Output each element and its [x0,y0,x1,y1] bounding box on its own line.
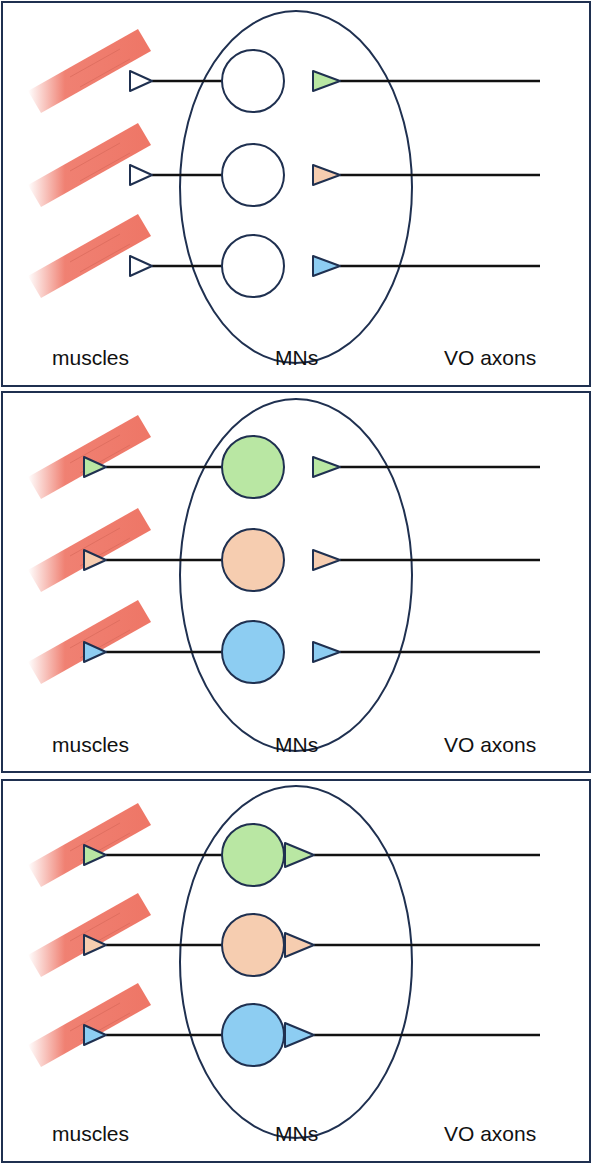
panel-label: muscles [52,1122,129,1146]
vo-axon [314,1034,540,1037]
panel-label: muscles [52,733,129,757]
mn-axon [106,944,222,947]
mn-terminal [130,256,152,276]
muscle [28,123,151,207]
panel-label: MNs [275,346,318,370]
muscle [28,214,151,298]
vo-terminal [313,642,340,662]
mn-axon [106,466,222,469]
mn-pool [180,786,412,1138]
vo-terminal [313,550,340,570]
muscle [28,803,151,887]
mn-axon [152,174,222,177]
mn-terminal [84,642,106,662]
panel-one [28,11,540,363]
motor-neuron [222,50,284,112]
vo-terminal [313,457,340,477]
vo-terminal [313,71,340,91]
mn-axon [106,651,222,654]
muscle [28,29,151,113]
mn-terminal [84,935,106,955]
mn-axon [152,80,222,83]
panel-label: VO axons [444,346,536,370]
muscle [28,983,151,1067]
vo-terminal [313,165,340,185]
panel-frame [2,780,590,1162]
vo-terminal [285,933,314,957]
vo-axon [340,466,540,469]
mn-terminal [84,550,106,570]
vo-axon [314,944,540,947]
vo-axon [340,174,540,177]
muscle [28,508,151,592]
vo-axon [340,559,540,562]
mn-terminal [130,71,152,91]
mn-terminal [84,1025,106,1045]
muscle [28,600,151,684]
motor-neuron [222,529,284,591]
panel-label: MNs [275,733,318,757]
motor-neuron [222,436,284,498]
motor-neuron [222,824,284,886]
motor-neuron [222,235,284,297]
muscle [28,893,151,977]
mn-axon [106,559,222,562]
panel-frame [2,392,590,772]
mn-terminal [84,457,106,477]
motor-neuron [222,914,284,976]
vo-axon [340,80,540,83]
vo-axon [340,651,540,654]
vo-terminal [285,1023,314,1047]
mn-pool [180,11,412,363]
motor-neuron [222,144,284,206]
mn-axon [106,854,222,857]
panel-two [28,399,540,751]
vo-axon [314,854,540,857]
panel-label: VO axons [444,1122,536,1146]
vo-terminal [285,843,314,867]
mn-pool [180,399,412,751]
panel-label: muscles [52,346,129,370]
mn-terminal [84,845,106,865]
panel-label: VO axons [444,733,536,757]
mn-axon [152,265,222,268]
panel-frame [2,2,590,386]
vo-terminal [313,256,340,276]
mn-axon [106,1034,222,1037]
motor-neuron [222,1004,284,1066]
mn-terminal [130,165,152,185]
motor-neuron [222,621,284,683]
vo-axon [340,265,540,268]
panel-three [28,786,540,1138]
panel-label: MNs [275,1122,318,1146]
muscle [28,415,151,499]
